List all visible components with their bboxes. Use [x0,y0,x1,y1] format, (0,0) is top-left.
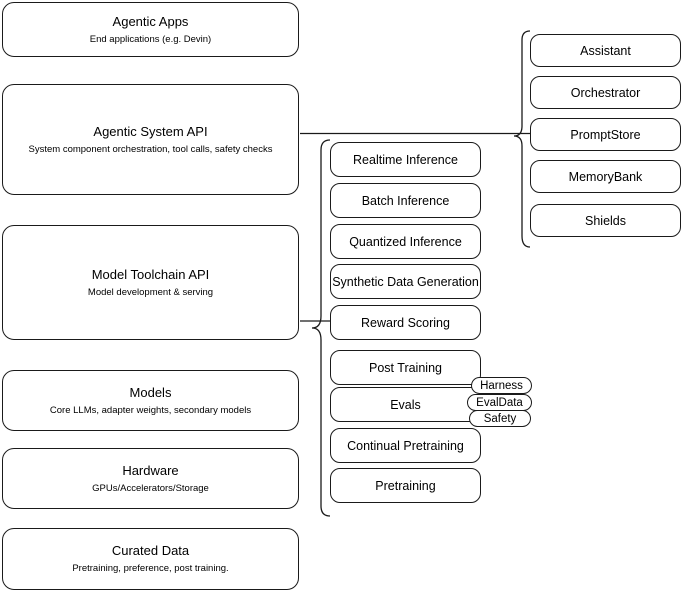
layer-title: Agentic System API [93,123,208,139]
component-title: Assistant [580,43,631,58]
capability-title: Continual Pretraining [347,438,464,453]
component-title: Orchestrator [570,85,641,100]
component-box-orchestrator[interactable]: Orchestrator [530,76,681,109]
component-box-memorybank[interactable]: MemoryBank [530,160,681,193]
layer-box-hardware[interactable]: Hardware GPUs/Accelerators/Storage [2,448,299,509]
connector-line-toolchain-api-to-capabilities [300,320,330,322]
layer-title: Models [129,384,172,400]
layer-subtitle: GPUs/Accelerators/Storage [92,482,209,494]
capability-title: Quantized Inference [349,234,462,249]
layer-box-agentic-system-api[interactable]: Agentic System API System component orch… [2,84,299,195]
layer-subtitle: End applications (e.g. Devin) [89,33,212,45]
capability-box-reward-scoring[interactable]: Reward Scoring [330,305,481,340]
layer-title: Agentic Apps [112,13,189,29]
layer-title: Model Toolchain API [91,266,210,282]
capability-title: Realtime Inference [353,152,458,167]
layer-box-curated-data[interactable]: Curated Data Pretraining, preference, po… [2,528,299,590]
evals-pill-harness[interactable]: Harness [471,377,532,394]
layer-title: Hardware [122,462,179,478]
layer-box-model-toolchain-api[interactable]: Model Toolchain API Model development & … [2,225,299,340]
layer-subtitle: Model development & serving [87,286,214,298]
evals-pill-label: EvalData [476,396,523,409]
layer-subtitle: System component orchestration, tool cal… [28,143,273,155]
evals-pill-label: Safety [483,412,517,425]
capability-box-continual-pretraining[interactable]: Continual Pretraining [330,428,481,463]
capability-box-batch-inference[interactable]: Batch Inference [330,183,481,218]
evals-pill-evaldata[interactable]: EvalData [467,394,532,411]
component-title: Shields [585,213,626,228]
capability-box-evals[interactable]: Evals [330,387,481,422]
layer-subtitle: Pretraining, preference, post training. [72,563,229,574]
capability-title: Synthetic Data Generation [332,274,479,289]
evals-pill-safety[interactable]: Safety [469,410,531,427]
layer-title: Curated Data [111,543,190,558]
capability-title: Reward Scoring [361,315,450,330]
layer-subtitle: Core LLMs, adapter weights, secondary mo… [49,404,252,416]
capability-title: Post Training [369,360,442,375]
capability-box-pretraining[interactable]: Pretraining [330,468,481,503]
component-box-shields[interactable]: Shields [530,204,681,237]
capability-box-post-training[interactable]: Post Training [330,350,481,385]
layer-box-models[interactable]: Models Core LLMs, adapter weights, secon… [2,370,299,431]
component-title: PromptStore [570,127,641,142]
component-box-assistant[interactable]: Assistant [530,34,681,67]
layer-box-agentic-apps[interactable]: Agentic Apps End applications (e.g. Devi… [2,2,299,57]
capability-box-realtime-inference[interactable]: Realtime Inference [330,142,481,177]
evals-pill-label: Harness [480,379,523,392]
brace-right-system-components [512,29,532,249]
capability-title: Batch Inference [361,193,450,208]
component-box-promptstore[interactable]: PromptStore [530,118,681,151]
capability-box-quantized-inference[interactable]: Quantized Inference [330,224,481,259]
capability-title: Pretraining [375,478,436,493]
brace-middle-capabilities [310,138,332,518]
capability-box-synthetic-data-generation[interactable]: Synthetic Data Generation [330,264,481,299]
component-title: MemoryBank [568,169,643,184]
capability-title: Evals [390,397,421,412]
